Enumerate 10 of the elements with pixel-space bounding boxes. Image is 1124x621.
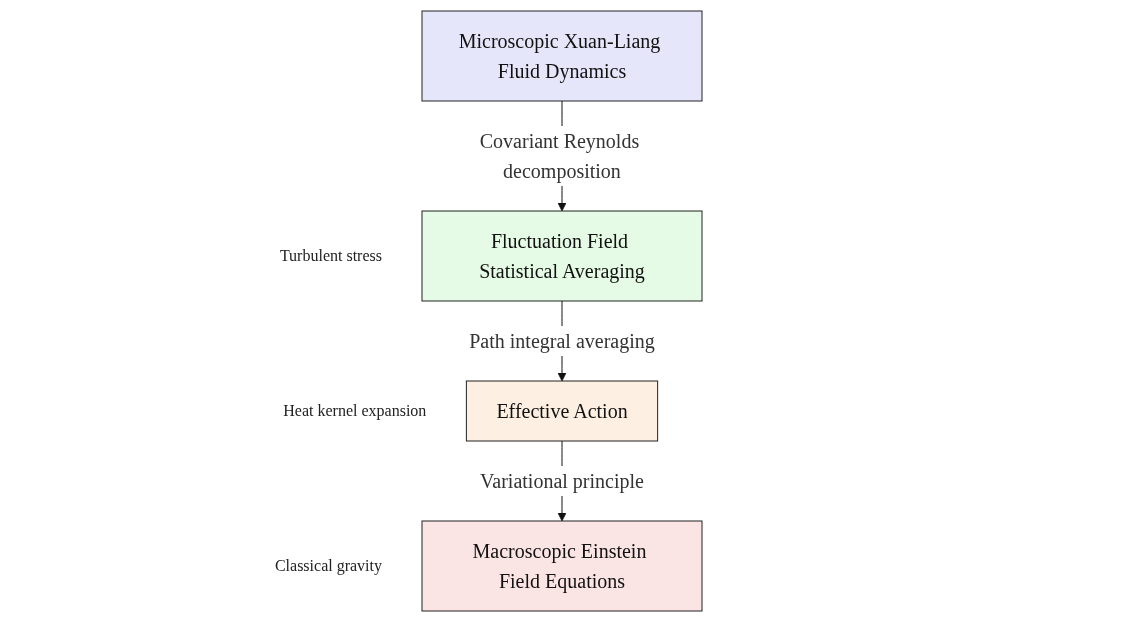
edge-label: Covariant Reynolds decomposition <box>479 129 640 182</box>
node-box: Macroscopic Einstein Field Equations <box>421 520 703 611</box>
node-box: Effective Action <box>465 380 659 441</box>
node-box: Fluctuation Field Statistical Averaging <box>421 210 703 301</box>
side-note: Classical gravity <box>274 556 382 575</box>
side-note: Turbulent stress <box>279 246 382 265</box>
edge-label: Path integral averaging <box>469 329 655 352</box>
edge-label: Variational principle <box>480 469 644 492</box>
node-box: Microscopic Xuan-Liang Fluid Dynamics <box>421 10 703 101</box>
side-note: Heat kernel expansion <box>283 401 427 420</box>
